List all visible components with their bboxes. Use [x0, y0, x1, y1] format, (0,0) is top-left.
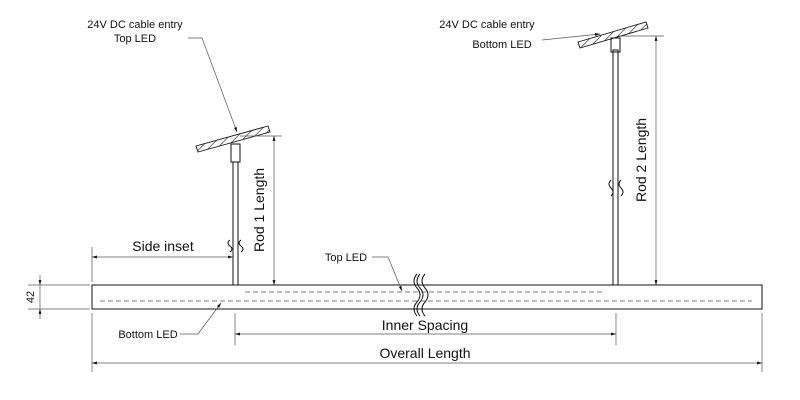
callout-cable-entry-bottom-line2: Bottom LED	[472, 39, 531, 51]
canopy-1	[195, 125, 271, 153]
overall-length-label: Overall Length	[379, 345, 470, 361]
led-bar	[91, 273, 763, 317]
side-inset-label: Side inset	[132, 238, 194, 254]
callout-cable-entry-top-line2: Top LED	[114, 33, 156, 45]
callout-top-led: Top LED	[325, 252, 403, 292]
dimension-overall-length: Overall Length	[91, 313, 763, 372]
callout-cable-entry-bottom: 24V DC cable entry Bottom LED	[439, 19, 601, 51]
callout-top-led-label: Top LED	[325, 252, 367, 264]
callout-cable-entry-top: 24V DC cable entry Top LED	[87, 19, 238, 133]
rod-2-label: Rod 2 Length	[633, 118, 649, 202]
height-label: 42	[25, 291, 37, 303]
rod-2	[608, 37, 624, 286]
dimension-inner-spacing: Inner Spacing	[234, 313, 617, 345]
dimension-rod-2: Rod 2 Length	[620, 35, 664, 285]
rod-1	[227, 143, 244, 286]
callout-cable-entry-top-line1: 24V DC cable entry	[87, 19, 183, 31]
callout-cable-entry-bottom-line1: 24V DC cable entry	[439, 19, 535, 31]
dimension-side-inset: Side inset	[91, 238, 233, 282]
dimension-height: 42	[25, 275, 90, 319]
canopy-2	[577, 21, 649, 49]
callout-bottom-led: Bottom LED	[118, 302, 222, 341]
callout-bottom-led-label: Bottom LED	[118, 329, 177, 341]
rod-1-label: Rod 1 Length	[251, 168, 267, 252]
inner-spacing-label: Inner Spacing	[382, 317, 468, 333]
dimension-rod-1: Rod 1 Length	[240, 135, 282, 285]
